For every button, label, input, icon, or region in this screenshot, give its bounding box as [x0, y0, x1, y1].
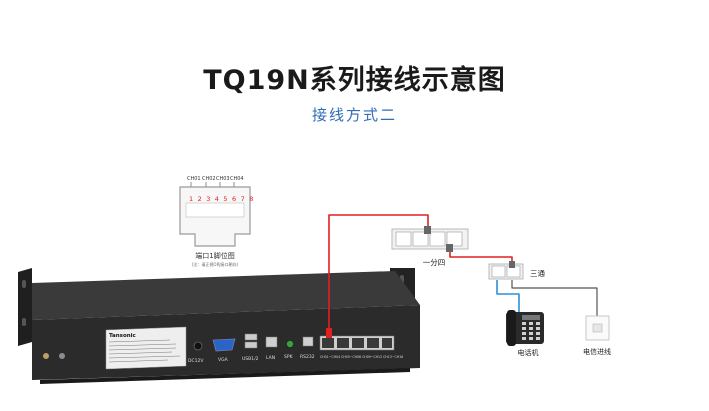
rack-ear-left	[18, 268, 32, 346]
device-label-sticker: Tansonic	[105, 326, 187, 370]
channel-port-3	[352, 338, 364, 348]
port-label-rs232: RS232	[300, 354, 315, 360]
splitter-label: 一分四	[423, 258, 446, 267]
port-label-usb: USB1/2	[242, 356, 259, 362]
rs232-port	[302, 336, 314, 347]
dc-power-jack	[193, 341, 203, 351]
channel-port-5	[382, 338, 392, 348]
rj-jack-pin-area	[185, 202, 245, 218]
splitter-port-3	[429, 231, 446, 247]
splitter-1to4	[391, 226, 469, 252]
line-label: 电信进线	[583, 347, 611, 356]
pinout-caption: 端口1脚位图	[195, 251, 234, 260]
phone-label: 电话机	[518, 348, 539, 357]
device-base	[40, 368, 410, 384]
red-wire-device-to-splitter	[328, 214, 429, 328]
page-subtitle: 接线方式二	[311, 106, 397, 124]
telephone-icon	[506, 310, 544, 346]
telecom-wall-jack-icon	[585, 315, 610, 341]
splitter-port-2	[412, 231, 429, 247]
gray-wire-tee-to-line	[511, 280, 598, 316]
lan-port	[265, 336, 278, 348]
tee-label: 三通	[530, 268, 545, 278]
port-label-spk: SPK	[284, 354, 294, 360]
device-label-lines	[108, 339, 181, 363]
port-label-lan: LAN	[266, 355, 275, 361]
channel-port-1	[322, 338, 334, 348]
usb-port-1	[244, 333, 258, 341]
pinout-sub-caption: (注：请正视ORJ接口朝向)	[192, 261, 239, 267]
usb-port-2	[244, 341, 258, 349]
splitter-port-4	[446, 231, 463, 247]
telephone-display	[522, 315, 540, 320]
vga-port	[212, 338, 236, 352]
port-label-channels: CH01~CH04 CH05~CH08 CH09~CH12 CH13~CH16	[320, 355, 403, 359]
pinout-ch03-label: CH03	[216, 176, 230, 182]
pinout-diagram: CH01 CH02 CH03 CH04 1 2 3 4 5 6 7 8 端口1脚…	[179, 176, 255, 267]
page-title: TQ19N系列接线示意图	[203, 65, 506, 96]
channel-port-4	[367, 338, 379, 348]
pinout-ch01-label: CH01	[187, 176, 201, 182]
port-label-vga: VGA	[218, 357, 229, 363]
pinout-ch04-label: CH04	[230, 176, 244, 182]
splitter-plug-in	[424, 226, 431, 234]
port-label-dc12v: DC12V	[188, 358, 204, 364]
splitter-plug-out	[446, 244, 453, 252]
screw-2	[59, 353, 65, 359]
blue-wire-tee-to-phone	[496, 280, 520, 312]
red-plug	[326, 328, 332, 338]
telephone-keypad	[522, 322, 540, 340]
device-brand-label: Tansonic	[109, 333, 136, 339]
recorder-device: Tansonic DC12V VGA USB1/2 LAN SPK RS23	[18, 268, 420, 384]
pinout-pin-numbers: 1 2 3 4 5 6 7 8	[189, 195, 255, 203]
screw-1	[43, 353, 49, 359]
device-top	[32, 271, 420, 320]
rack-ear-left-hole-1	[22, 280, 26, 288]
pinout-ch02-label: CH02	[202, 176, 216, 182]
channel-ports	[319, 335, 395, 351]
red-wire-splitter-to-tee	[449, 248, 513, 264]
channel-port-2	[337, 338, 349, 348]
spk-port	[286, 340, 294, 348]
telephone-handset	[507, 310, 516, 346]
splitter-port-1	[395, 231, 412, 247]
rack-ear-left-hole-2	[22, 318, 26, 326]
tee-port-1	[491, 265, 506, 278]
tee-plug	[509, 261, 515, 268]
pinout-ticks	[190, 182, 235, 187]
wires	[328, 214, 598, 328]
tee-connector	[488, 261, 524, 280]
